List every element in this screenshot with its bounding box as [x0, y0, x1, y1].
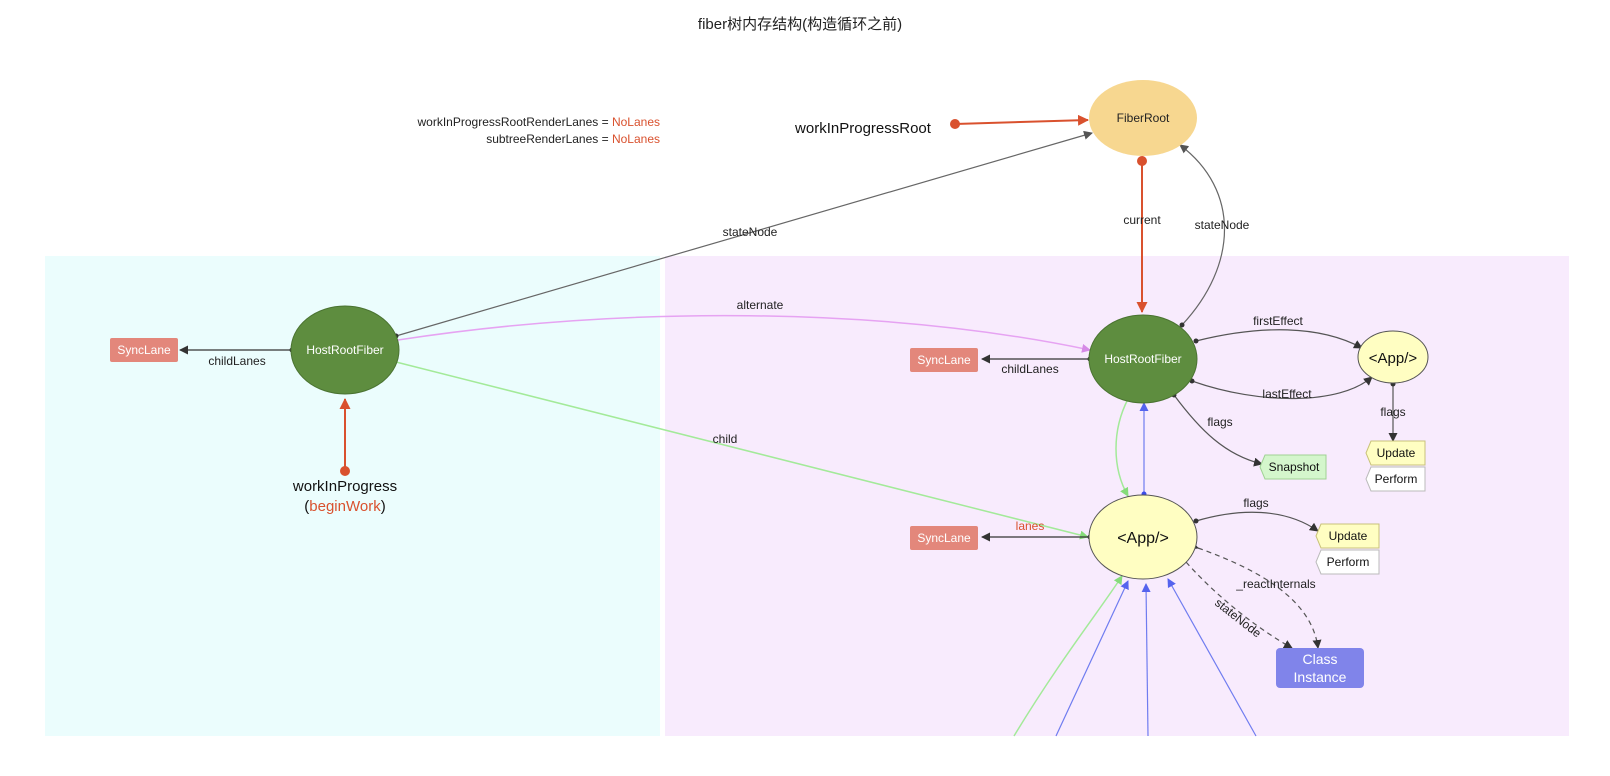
info-line-2: subtreeRenderLanes = NoLanes	[486, 132, 660, 146]
fiber-root-node: FiberRoot	[1089, 80, 1197, 156]
edge-child-to-descendant	[1013, 575, 1123, 737]
app-perform-tag: Perform	[1315, 549, 1380, 575]
info-line-1-value: NoLanes	[612, 115, 660, 129]
synclane-wip-label: SyncLane	[117, 343, 171, 357]
edge-label-last-effect: lastEffect	[1262, 387, 1312, 401]
edge-flags-host	[1173, 394, 1263, 467]
app-update-label: Update	[1329, 529, 1368, 543]
synclane-wip: SyncLane	[110, 338, 178, 362]
synclane-app-label: SyncLane	[917, 531, 971, 545]
synclane-app: SyncLane	[910, 526, 978, 550]
edge-label-current: current	[1123, 213, 1161, 227]
class-instance-node: Class Instance	[1276, 648, 1364, 688]
edge-return-descendant-3	[1167, 578, 1257, 737]
current-host-root-fiber-label: HostRootFiber	[1104, 352, 1181, 366]
app-perform-label: Perform	[1327, 555, 1370, 569]
edge-current-dot	[1137, 156, 1147, 166]
info-line-2-label: subtreeRenderLanes =	[486, 132, 612, 146]
class-instance-label-1: Class	[1302, 651, 1337, 667]
edge-return-descendant-1	[1055, 580, 1129, 737]
edge-child-current	[1115, 389, 1136, 497]
info-line-2-value: NoLanes	[612, 132, 660, 146]
edge-state-node-wip	[395, 130, 1093, 337]
edge-label-child-lanes-wip: childLanes	[208, 354, 265, 368]
wip-host-root-fiber-node: HostRootFiber	[290, 305, 400, 395]
wip-root-pointer-label: workInProgressRoot	[794, 120, 932, 137]
snapshot-label: Snapshot	[1269, 460, 1320, 474]
edge-label-flags-host: flags	[1207, 415, 1232, 429]
wip-pointer-dot	[340, 466, 350, 476]
synclane-current: SyncLane	[910, 348, 978, 372]
wip-root-pointer-dot	[950, 119, 960, 129]
edge-label-flags-effect: flags	[1380, 405, 1405, 419]
class-instance-label-2: Instance	[1294, 669, 1347, 685]
snapshot-tag: Snapshot	[1259, 454, 1327, 480]
edge-label-state-node-current: stateNode	[1195, 218, 1250, 232]
app-effect-label: <App/>	[1369, 350, 1418, 367]
edge-label-flags-app: flags	[1243, 496, 1268, 510]
edge-child	[387, 355, 1089, 540]
begin-paren-close: )	[381, 498, 386, 515]
app-fiber-label: <App/>	[1117, 530, 1169, 547]
edge-alternate	[389, 314, 1091, 353]
edge-flags-app	[1195, 511, 1319, 532]
edge-flags-app-dot	[1193, 518, 1199, 524]
edge-return-descendant-2	[1141, 583, 1151, 737]
edge-last-effect	[1191, 376, 1373, 400]
edge-label-child: child	[713, 432, 738, 446]
edge-label-state-node-wip: stateNode	[723, 225, 778, 239]
effect-update-tag: Update	[1365, 440, 1426, 466]
edge-first-effect-dot	[1193, 338, 1199, 344]
begin-paren-open: (	[304, 498, 309, 515]
app-fiber-node: <App/>	[1088, 494, 1198, 580]
edge-state-node-current	[1179, 144, 1226, 326]
info-line-1: workInProgressRootRenderLanes = NoLanes	[417, 115, 660, 129]
edge-label-first-effect: firstEffect	[1253, 314, 1303, 328]
current-host-root-fiber-node: HostRootFiber	[1088, 314, 1198, 404]
effect-update-label: Update	[1377, 446, 1416, 460]
wip-root-pointer-arrow	[954, 114, 1089, 126]
begin-work-text: beginWork	[309, 498, 381, 515]
edge-label-child-lanes-current: childLanes	[1001, 362, 1058, 376]
synclane-current-label: SyncLane	[917, 353, 971, 367]
edge-label-lanes: lanes	[1016, 519, 1045, 533]
edge-first-effect	[1195, 329, 1363, 349]
diagram-title: fiber树内存结构(构造循环之前)	[698, 16, 902, 33]
info-line-1-label: workInProgressRootRenderLanes =	[417, 115, 612, 129]
edge-state-node-app	[1177, 553, 1293, 649]
wip-pointer-label: workInProgress	[292, 478, 397, 495]
effect-perform-label: Perform	[1375, 472, 1418, 486]
app-effect-node: <App/>	[1357, 330, 1429, 384]
fiber-root-label: FiberRoot	[1117, 111, 1170, 125]
app-update-tag: Update	[1315, 523, 1380, 549]
edge-label-react-internals: _reactInternals	[1235, 577, 1315, 591]
begin-work-label: (beginWork)	[304, 498, 385, 515]
wip-host-root-fiber-label: HostRootFiber	[306, 343, 383, 357]
effect-perform-tag: Perform	[1365, 466, 1426, 492]
edge-label-alternate: alternate	[737, 298, 784, 312]
edge-state-node-current-dot	[1179, 322, 1185, 328]
